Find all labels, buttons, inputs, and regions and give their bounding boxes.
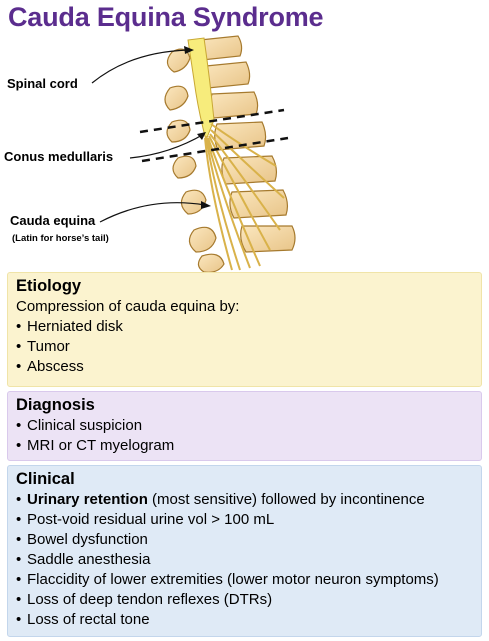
list-item: •Loss of rectal tone xyxy=(16,611,150,628)
list-item: •Loss of deep tendon reflexes (DTRs) xyxy=(16,591,273,608)
list-item: •MRI or CT myelogram xyxy=(16,437,175,454)
diagnosis-panel: Diagnosis •Clinical suspicion •MRI or CT… xyxy=(7,391,482,461)
spinous-process xyxy=(180,189,207,215)
etiology-heading: Etiology xyxy=(16,277,82,295)
clinical-panel: Clinical •Urinary retention (most sensit… xyxy=(7,465,482,637)
clinical-list: •Urinary retention (most sensitive) foll… xyxy=(16,490,473,630)
vertebra-body xyxy=(203,61,251,89)
list-item: •Bowel dysfunction xyxy=(16,531,148,548)
vertebra-body xyxy=(209,91,259,119)
vertebra-body xyxy=(240,225,296,253)
list-item: •Urinary retention (most sensitive) foll… xyxy=(16,491,425,508)
spinous-process xyxy=(197,253,225,273)
etiology-intro: Compression of cauda equina by: xyxy=(16,298,240,315)
page-title: Cauda Equina Syndrome xyxy=(8,2,324,32)
level-dashed-lines xyxy=(139,108,289,163)
vertebra-body xyxy=(221,155,278,185)
list-item: •Post-void residual urine vol > 100 mL xyxy=(16,511,275,528)
spinous-processes xyxy=(164,48,225,273)
cauda-equina-label: Cauda equina xyxy=(10,213,96,228)
list-item: •Abscess xyxy=(16,358,84,375)
vertebra-body xyxy=(229,189,289,219)
list-item: •Clinical suspicion xyxy=(16,417,143,434)
diagnosis-list: •Clinical suspicion •MRI or CT myelogram xyxy=(16,416,473,456)
etiology-panel: Etiology Compression of cauda equina by:… xyxy=(7,272,482,387)
list-item: •Saddle anesthesia xyxy=(16,551,151,568)
cauda-equina-note: (Latin for horse’s tail) xyxy=(12,233,109,244)
spinous-process xyxy=(164,85,189,111)
spinous-process xyxy=(188,226,217,253)
conus-medullaris-label: Conus medullaris xyxy=(4,149,114,164)
label-pointer-arrows xyxy=(91,49,206,223)
urinary-retention-emphasis: Urinary retention xyxy=(27,491,148,508)
spine-illustration xyxy=(91,35,296,273)
spinous-process xyxy=(166,119,191,143)
diagnosis-heading: Diagnosis xyxy=(16,396,95,414)
clinical-heading: Clinical xyxy=(16,470,75,488)
list-item: •Herniated disk xyxy=(16,318,123,335)
spinal-cord-label: Spinal cord xyxy=(7,76,78,91)
etiology-list: •Herniated disk •Tumor •Abscess xyxy=(16,317,473,377)
spinous-process xyxy=(172,155,197,179)
list-item: •Flaccidity of lower extremities (lower … xyxy=(16,571,439,588)
list-item: •Tumor xyxy=(16,338,70,355)
spinous-process xyxy=(166,48,191,73)
